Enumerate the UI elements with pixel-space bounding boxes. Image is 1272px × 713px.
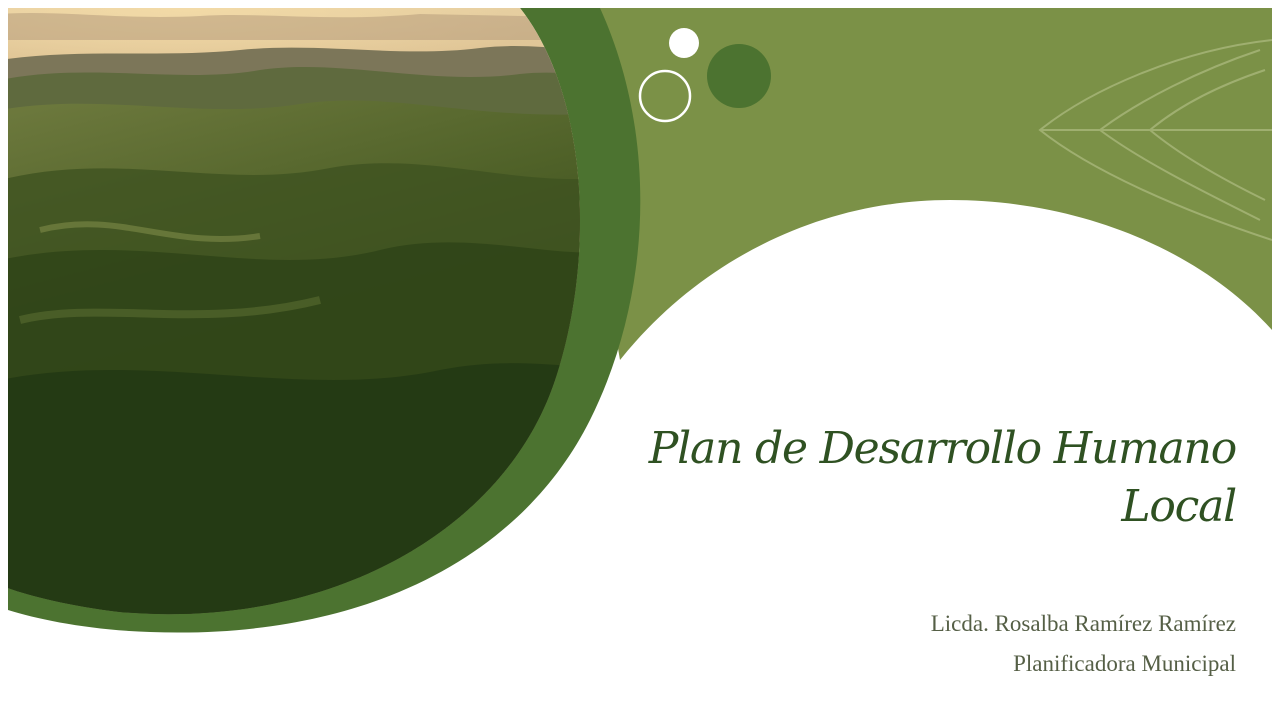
circle-white-icon <box>669 28 699 58</box>
presenter-name: Licda. Rosalba Ramírez Ramírez <box>930 611 1236 636</box>
slide-title: Plan de Desarrollo Humano Local <box>556 420 1237 536</box>
presenter-block: Licda. Rosalba Ramírez Ramírez Planifica… <box>716 604 1236 684</box>
circle-dark-icon <box>707 44 771 108</box>
title-line-2: Local <box>1121 481 1237 532</box>
halftone-pattern <box>880 340 1272 713</box>
title-line-1: Plan de Desarrollo Humano <box>648 423 1237 474</box>
green-panel <box>560 8 1272 360</box>
photo-mountain-forest <box>8 8 580 615</box>
dark-green-frame <box>8 8 641 633</box>
circle-outline-icon <box>638 69 692 123</box>
leaf-outline-icon <box>1038 39 1272 241</box>
presenter-role: Planificadora Municipal <box>1013 651 1236 676</box>
